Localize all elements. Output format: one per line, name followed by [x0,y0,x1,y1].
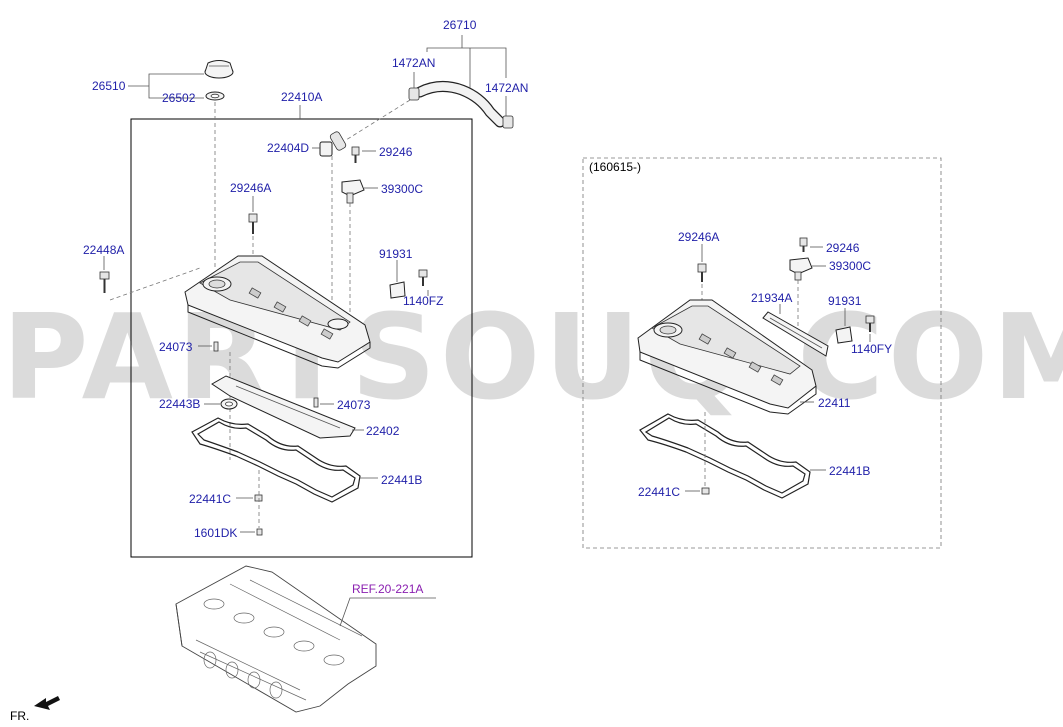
oil-filler-cap[interactable] [204,60,234,79]
label-22402[interactable]: 22402 [366,424,400,438]
hose-clamp-left[interactable] [408,87,420,101]
bolt-1601dk[interactable] [256,528,263,536]
label-1140fz[interactable]: 1140FZ [403,294,443,308]
cylinder-head-reference[interactable] [175,565,377,713]
sensor-bolt-right[interactable] [799,237,808,252]
label-period: (160615-) [589,160,641,174]
label-front: FR. [10,709,29,723]
heat-shield-21934a[interactable] [762,311,829,357]
label-24073-b[interactable]: 24073 [337,398,371,412]
cam-position-sensor-left[interactable] [341,179,365,204]
label-29246a-right[interactable]: 29246A [678,230,719,244]
pcv-valve[interactable] [319,131,347,157]
sensor-bolt-left[interactable] [351,146,360,163]
cover-bolt-29246a-left[interactable] [248,213,258,234]
label-22441c-left[interactable]: 22441C [189,492,231,506]
label-29246-left[interactable]: 29246 [379,145,413,159]
baffle-plate-22402[interactable] [211,375,356,439]
label-91931-left[interactable]: 91931 [379,247,413,261]
variant-group-box [582,157,942,549]
pin-24073-a[interactable] [213,341,219,352]
cover-gasket-right[interactable] [639,413,811,499]
cylinder-head-cover-left[interactable] [184,255,371,369]
cam-position-sensor-right[interactable] [789,257,813,281]
bolt-1140fy[interactable] [865,315,875,332]
label-22441b-right[interactable]: 22441B [829,464,870,478]
bolt-1140fz[interactable] [418,269,428,286]
hose-clamp-right[interactable] [502,115,514,129]
cover-bolt-22448a[interactable] [99,271,110,293]
watermark-text: PARTSOUQ.COM [2,288,1063,426]
pin-24073-b[interactable] [313,397,319,408]
breather-hose[interactable] [414,81,506,128]
label-26710[interactable]: 26710 [443,18,477,32]
bracket-91931-right[interactable] [835,326,853,344]
label-26510[interactable]: 26510 [92,79,126,93]
label-22443b[interactable]: 22443B [159,397,200,411]
label-22410a[interactable]: 22410A [281,90,322,104]
cover-gasket-left[interactable] [191,417,361,503]
label-91931-right[interactable]: 91931 [828,294,862,308]
label-24073-a[interactable]: 24073 [159,340,193,354]
label-39300c-right[interactable]: 39300C [829,259,871,273]
label-39300c-left[interactable]: 39300C [381,182,423,196]
label-26502[interactable]: 26502 [162,91,196,105]
label-22441b-left[interactable]: 22441B [381,473,422,487]
washer-22441c-right[interactable] [701,487,710,495]
label-21934a[interactable]: 21934A [751,291,792,305]
main-group-box [130,118,473,558]
label-ref-cylinder-head[interactable]: REF.20-221A [352,582,423,596]
bracket-91931-left[interactable] [389,281,406,299]
front-arrow-icon [34,696,60,710]
plug-gasket-22443b[interactable] [220,398,238,410]
cylinder-head-cover-right[interactable] [637,299,817,415]
label-1601dk[interactable]: 1601DK [194,526,237,540]
label-1140fy[interactable]: 1140FY [851,342,892,356]
label-22404d[interactable]: 22404D [267,141,309,155]
washer-22441c-left[interactable] [254,494,263,502]
label-22448a[interactable]: 22448A [83,243,124,257]
label-22411[interactable]: 22411 [818,396,851,410]
oil-filler-cap-gasket[interactable] [205,91,225,101]
label-1472an-left[interactable]: 1472AN [392,56,435,70]
label-22441c-right[interactable]: 22441C [638,485,680,499]
label-29246a-left[interactable]: 29246A [230,181,271,195]
label-1472an-right[interactable]: 1472AN [485,81,528,95]
cover-bolt-29246a-right[interactable] [697,263,707,282]
label-29246-right[interactable]: 29246 [826,241,860,255]
